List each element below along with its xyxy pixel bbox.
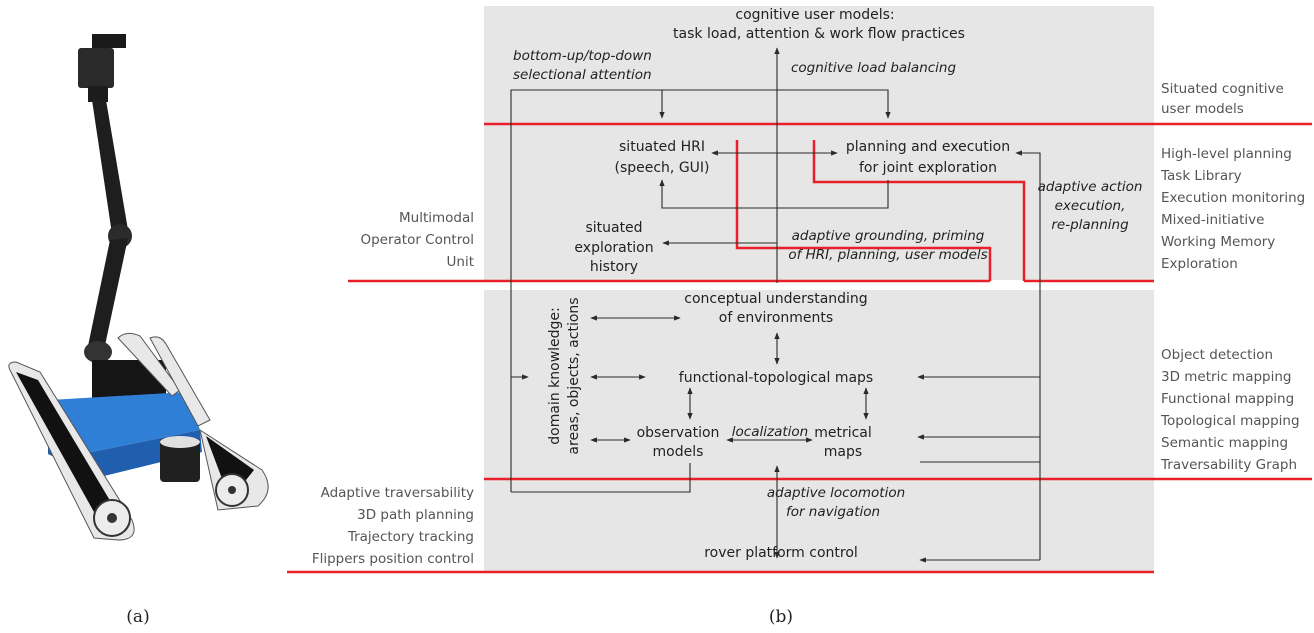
history-node-line1: situated (585, 220, 642, 236)
metrical-node-line2: maps (824, 444, 862, 460)
conceptual-node-line2: of environments (719, 310, 833, 326)
cognitive-models-subtitle: task load, attention & work flow practic… (673, 26, 965, 42)
action-label-line1: adaptive action (1038, 179, 1143, 195)
layer-separators (287, 122, 1312, 574)
hri-node-line1: situated HRI (619, 139, 705, 155)
left-label-locomotion-1: Adaptive traversability (321, 485, 474, 501)
metrical-node-line1: metrical (814, 425, 872, 441)
robot-arm-upper (92, 100, 128, 234)
functional-maps-node: functional-topological maps (679, 370, 873, 386)
domain-knowledge-line2: areas, objects, actions (566, 297, 582, 454)
right-label-cognitive-1: Situated cognitive (1161, 81, 1284, 97)
observation-node-line2: models (653, 444, 704, 460)
domain-knowledge-label: domain knowledge: areas, objects, action… (547, 297, 582, 454)
robot-arm-lower (88, 238, 128, 350)
connectors (510, 47, 1041, 563)
attention-label-line2: selectional attention (513, 67, 652, 83)
caption-a: (a) (126, 607, 149, 627)
lower-panel (484, 290, 1154, 572)
grounding-label-line2: of HRI, planning, user models (788, 247, 987, 263)
robot-photo (8, 34, 269, 541)
right-label-mapping-4: Topological mapping (1160, 413, 1300, 429)
lidar (160, 438, 200, 482)
right-label-mapping-5: Semantic mapping (1161, 435, 1288, 451)
attention-label-line1: bottom-up/top-down (513, 48, 652, 64)
action-label-line3: re-planning (1051, 217, 1129, 233)
cognitive-load-label: cognitive load balancing (791, 60, 956, 76)
locomotion-label-line2: for navigation (786, 504, 880, 520)
cognitive-models-title: cognitive user models: (735, 7, 894, 23)
right-label-planning-1: High-level planning (1161, 146, 1292, 162)
robot-blue-chassis (48, 392, 200, 452)
right-label-planning-4: Mixed-initiative (1161, 212, 1264, 228)
grounding-label-line1: adaptive grounding, priming (792, 228, 985, 244)
right-label-mapping-3: Functional mapping (1161, 391, 1294, 407)
left-label-locomotion-4: Flippers position control (312, 551, 474, 567)
left-label-ocu-1: Multimodal (399, 210, 474, 226)
history-node-line2: exploration (574, 240, 653, 256)
upper-panel (484, 6, 1154, 280)
left-label-locomotion-3: Trajectory tracking (347, 529, 474, 545)
left-label-ocu-2: Operator Control (360, 232, 474, 248)
right-label-cognitive-2: user models (1161, 101, 1244, 117)
domain-knowledge-line1: domain knowledge: (547, 307, 563, 444)
rover-control-node: rover platform control (704, 545, 858, 561)
conceptual-node-line1: conceptual understanding (684, 291, 867, 307)
right-label-planning-5: Working Memory (1161, 234, 1275, 250)
planning-node-line2: for joint exploration (859, 160, 997, 176)
caption-b: (b) (769, 607, 793, 627)
history-node-line3: history (590, 259, 638, 275)
localization-label: localization (732, 424, 808, 440)
right-label-mapping-1: Object detection (1161, 347, 1273, 363)
right-label-mapping-6: Traversability Graph (1160, 457, 1297, 473)
planning-node-line1: planning and execution (846, 139, 1010, 155)
right-label-planning-3: Execution monitoring (1161, 190, 1305, 206)
locomotion-label-line1: adaptive locomotion (767, 485, 905, 501)
action-label-line2: execution, (1055, 198, 1126, 214)
right-label-planning-6: Exploration (1161, 256, 1238, 272)
left-label-ocu-3: Unit (447, 254, 474, 270)
camera-head (92, 34, 126, 48)
right-label-mapping-2: 3D metric mapping (1161, 369, 1291, 385)
observation-node-line1: observation (637, 425, 720, 441)
left-label-locomotion-2: 3D path planning (357, 507, 474, 523)
right-label-planning-2: Task Library (1160, 168, 1242, 184)
hri-node-line2: (speech, GUI) (614, 160, 709, 176)
